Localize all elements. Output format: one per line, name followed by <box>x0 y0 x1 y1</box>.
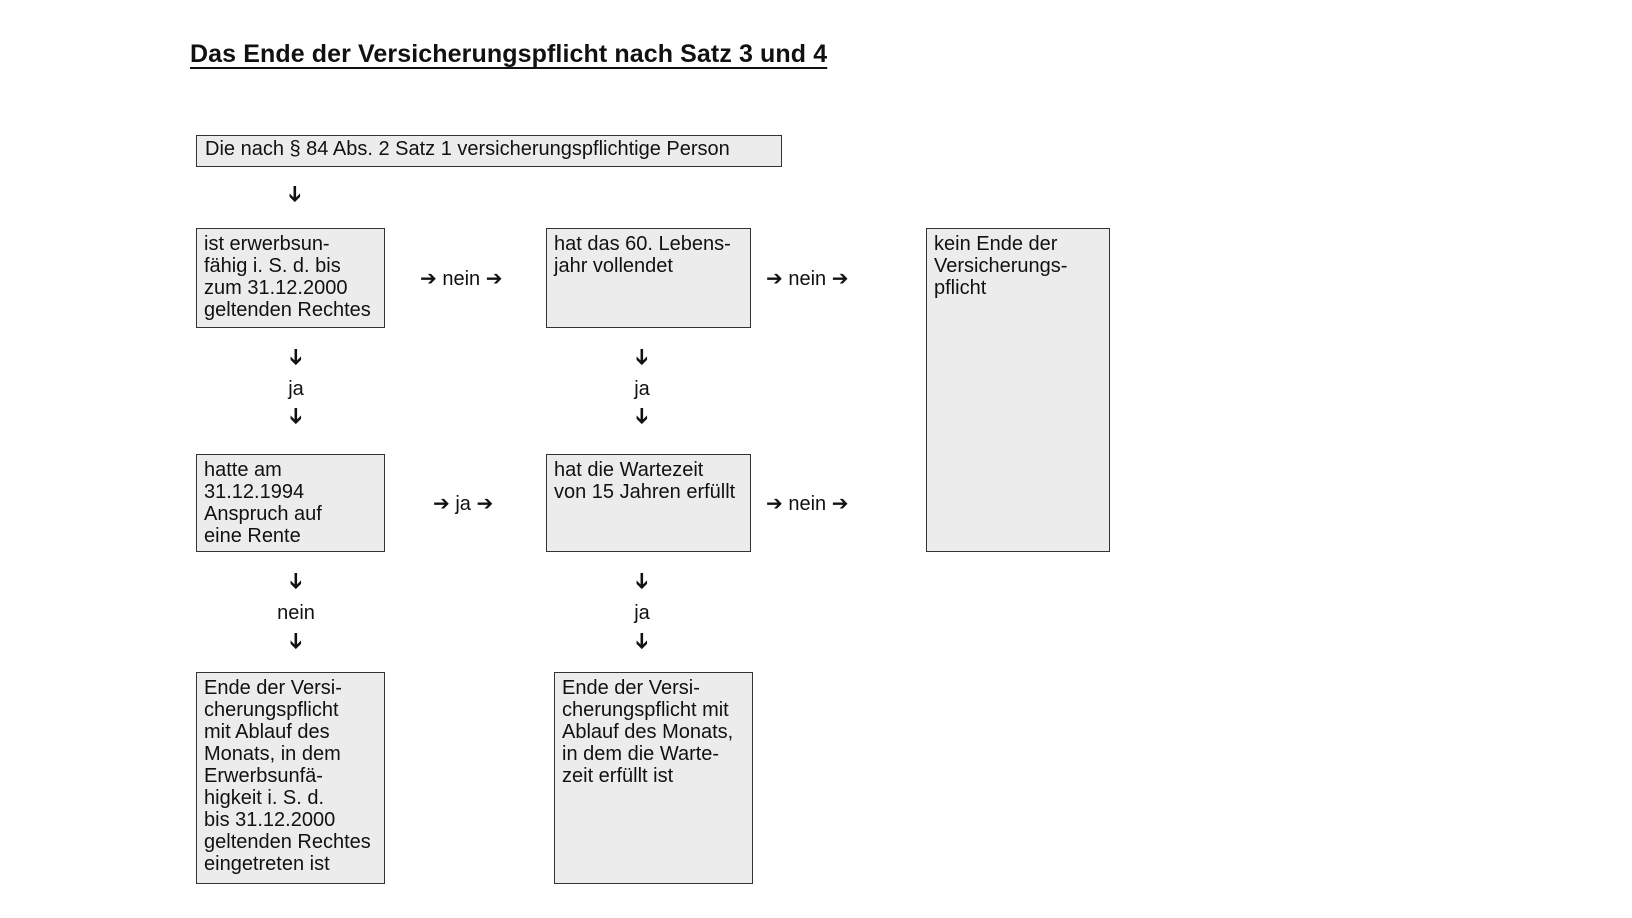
arrow-down-icon: ➔ <box>284 406 309 426</box>
label-ja: ja <box>634 378 650 400</box>
connector-nein-row1-left: ➔ nein ➔ <box>420 266 502 291</box>
label-nein: nein <box>442 268 481 290</box>
label-nein: nein <box>788 268 827 290</box>
box-lebensjahr: hat das 60. Lebens- jahr vollendet <box>546 228 751 328</box>
arrow-right-icon: ➔ <box>485 268 503 290</box>
box-wartezeit: hat die Wartezeit von 15 Jahren erfüllt <box>546 454 751 552</box>
diagram-title: Das Ende der Versicherungspflicht nach S… <box>190 40 828 68</box>
arrow-right-icon: ➔ <box>766 493 783 515</box>
arrow-down-icon: ➔ <box>284 347 309 367</box>
connector-nein-row1-right: ➔ nein ➔ <box>766 266 848 291</box>
connector-ja-row2: ➔ ja ➔ <box>433 491 493 516</box>
connector-nein-row2: ➔ nein ➔ <box>766 491 848 516</box>
arrow-down-icon: ➔ <box>630 571 655 591</box>
arrow-down-icon: ➔ <box>630 631 655 651</box>
label-ja: ja <box>288 378 304 400</box>
arrow-down-icon: ➔ <box>284 571 309 591</box>
label-ja: ja <box>634 602 650 624</box>
box-ende-erwerbsunfaehig: Ende der Versi- cherungspflicht mit Abla… <box>196 672 385 884</box>
box-start-person: Die nach § 84 Abs. 2 Satz 1 versicherung… <box>196 135 782 167</box>
arrow-down-icon: ➔ <box>283 184 308 204</box>
arrow-right-icon: ➔ <box>476 493 494 515</box>
box-rente-1994: hatte am 31.12.1994 Anspruch auf eine Re… <box>196 454 385 552</box>
arrow-down-icon: ➔ <box>284 631 309 651</box>
label-nein: nein <box>277 602 315 624</box>
arrow-right-icon: ➔ <box>831 268 849 290</box>
label-nein: nein <box>788 493 827 515</box>
box-erwerbsunfaehig: ist erwerbsun- fähig i. S. d. bis zum 31… <box>196 228 385 328</box>
arrow-right-icon: ➔ <box>433 493 450 515</box>
arrow-down-icon: ➔ <box>630 347 655 367</box>
box-ende-wartezeit: Ende der Versi- cherungspflicht mit Abla… <box>554 672 753 884</box>
arrow-right-icon: ➔ <box>766 268 783 290</box>
arrow-down-icon: ➔ <box>630 406 655 426</box>
label-ja: ja <box>455 493 471 515</box>
box-kein-ende: kein Ende der Versicherungs- pflicht <box>926 228 1110 552</box>
arrow-right-icon: ➔ <box>831 493 849 515</box>
arrow-right-icon: ➔ <box>420 268 437 290</box>
